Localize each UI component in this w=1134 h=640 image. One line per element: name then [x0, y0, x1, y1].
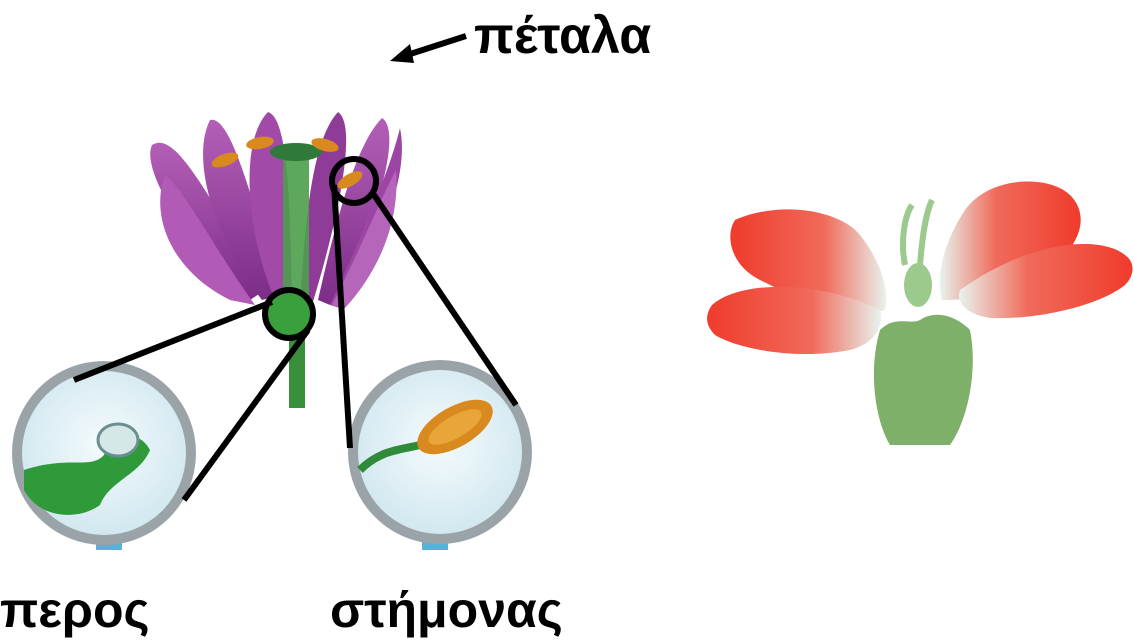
pistil-magnifier: [12, 361, 196, 550]
petals-label: πέταλα: [474, 6, 651, 66]
purple-flower: [150, 112, 402, 408]
pistil-label: περος: [0, 582, 150, 638]
red-flower: [707, 181, 1132, 445]
flower-petals: [150, 112, 402, 308]
calyx: [874, 315, 973, 445]
petals-arrow: [390, 36, 466, 63]
stamen-label: στήμονας: [330, 582, 563, 638]
